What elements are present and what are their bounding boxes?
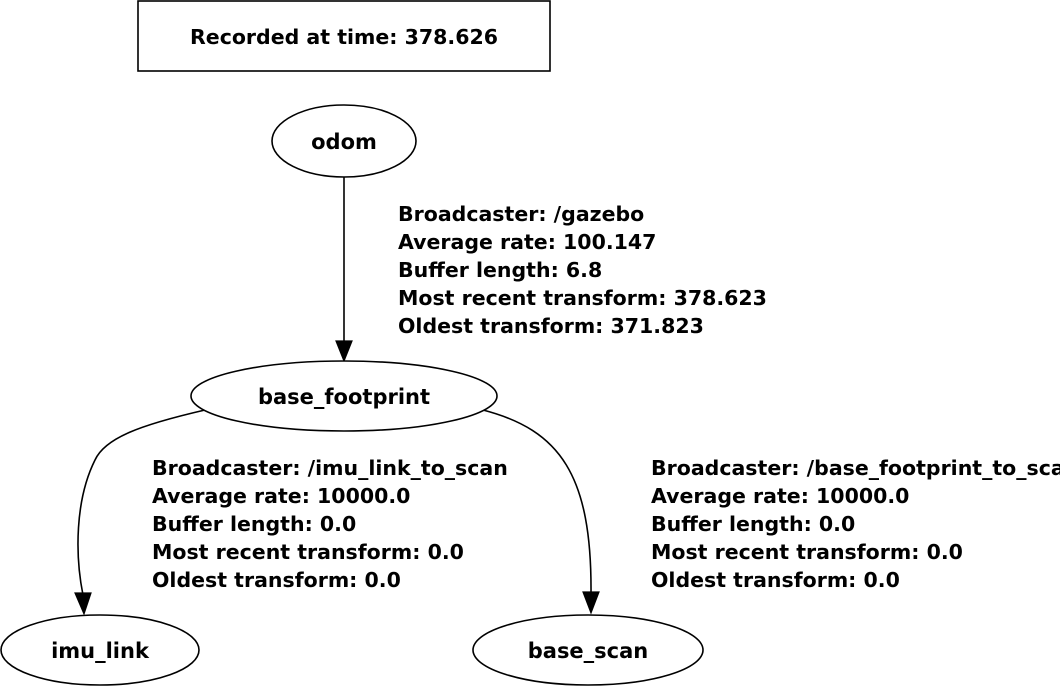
node-ellipse [190, 360, 498, 432]
edge-label-odom-base-footprint: Broadcaster: /gazebo Average rate: 100.1… [398, 202, 767, 338]
edge-label-base-footprint-imu-link: Broadcaster: /imu_link_to_scan Average r… [152, 456, 508, 592]
average-rate-text: Average rate: 10000.0 [651, 484, 909, 508]
arrowhead [74, 592, 92, 616]
recorded-time-frame [137, 0, 551, 72]
edge-base-footprint-base-scan [482, 409, 600, 615]
edge-curve [77, 409, 206, 596]
edge-label-base-footprint-base-scan: Broadcaster: /base_footprint_to_scan Ave… [651, 456, 1060, 592]
broadcaster-text: Broadcaster: /base_footprint_to_scan [651, 456, 1060, 480]
average-rate-text: Average rate: 10000.0 [152, 484, 410, 508]
edge-curve [482, 409, 592, 595]
oldest-transform-text: Oldest transform: 371.823 [398, 314, 704, 338]
node-label: base_scan [528, 639, 649, 663]
arrowhead [582, 591, 600, 615]
most-recent-transform-text: Most recent transform: 0.0 [651, 540, 963, 564]
buffer-length-text: Buffer length: 6.8 [398, 258, 602, 282]
buffer-length-text: Buffer length: 0.0 [152, 512, 356, 536]
broadcaster-text: Broadcaster: /gazebo [398, 202, 644, 226]
edge-odom-base-footprint [335, 177, 353, 363]
node-label: odom [311, 130, 377, 154]
node-label: imu_link [51, 639, 150, 663]
buffer-length-text: Buffer length: 0.0 [651, 512, 855, 536]
node-base-footprint[interactable]: base_footprint [190, 360, 498, 432]
edge-base-footprint-imu-link [74, 409, 206, 616]
recorded-time-box: Recorded at time: 378.626 [137, 0, 551, 72]
most-recent-transform-text: Most recent transform: 378.623 [398, 286, 767, 310]
node-ellipse [0, 614, 200, 686]
node-label: base_footprint [258, 385, 430, 409]
node-base-scan[interactable]: base_scan [472, 614, 704, 686]
oldest-transform-text: Oldest transform: 0.0 [651, 568, 900, 592]
arrowhead [335, 340, 353, 363]
node-odom[interactable]: odom [271, 104, 417, 178]
node-ellipse [472, 614, 704, 686]
node-imu-link[interactable]: imu_link [0, 614, 200, 686]
oldest-transform-text: Oldest transform: 0.0 [152, 568, 401, 592]
average-rate-text: Average rate: 100.147 [398, 230, 656, 254]
most-recent-transform-text: Most recent transform: 0.0 [152, 540, 464, 564]
recorded-time-label: Recorded at time: 378.626 [190, 25, 498, 49]
broadcaster-text: Broadcaster: /imu_link_to_scan [152, 456, 508, 480]
node-ellipse [271, 104, 417, 178]
